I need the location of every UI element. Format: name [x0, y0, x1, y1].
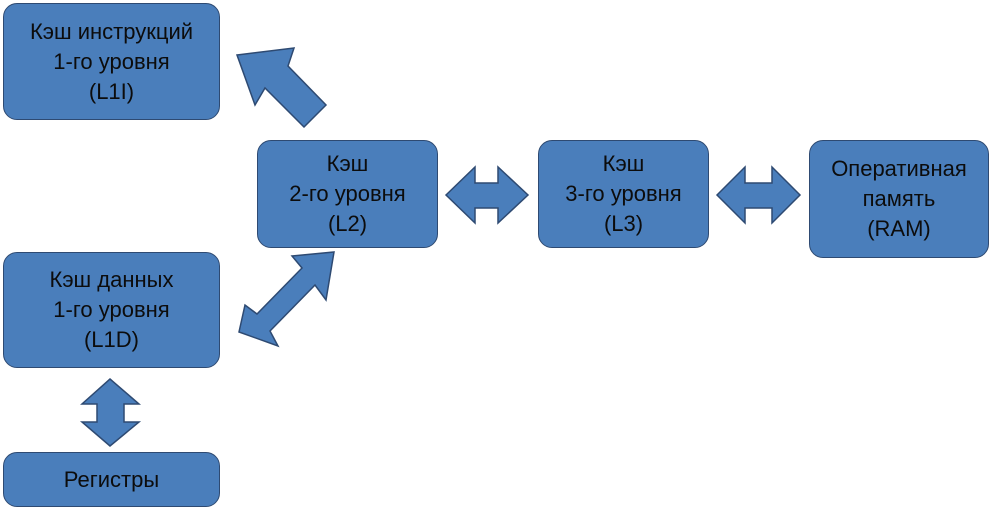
node-l1i-line-3: (L1I) — [88, 78, 135, 104]
arrow-l2-l1d — [238, 251, 335, 348]
node-l3-line-1: Кэш — [602, 151, 645, 176]
node-l1d-cache: Кэш данных 1-го уровня (L1D) — [3, 252, 220, 368]
node-l3-line-3: (L3) — [603, 211, 644, 236]
node-ram-line-1: Оперативная — [831, 156, 967, 181]
node-registers: Регистры — [3, 452, 220, 507]
arrow-l2-l3 — [444, 165, 530, 225]
node-ram-line-2: память — [862, 186, 936, 211]
node-l1d-line-3: (L1D) — [83, 327, 139, 352]
node-l2-line-1: Кэш — [326, 151, 369, 176]
node-l2-line-2: 2-го уровня — [289, 181, 406, 206]
node-l3-line-2: 3-го уровня — [565, 181, 682, 206]
node-l1d-line-1: Кэш данных — [49, 267, 174, 292]
node-l1i-line-1: Кэш инструкций — [29, 18, 194, 44]
arrow-l3-ram — [715, 165, 802, 225]
node-l2-cache: Кэш 2-го уровня (L2) — [257, 140, 438, 248]
node-l1i-line-2: 1-го уровня — [53, 48, 170, 74]
arrow-l2-to-l1i — [235, 47, 328, 129]
arrow-l1d-registers — [79, 378, 142, 447]
node-registers-label: Регистры — [63, 466, 160, 492]
node-l3-cache: Кэш 3-го уровня (L3) — [538, 140, 709, 248]
node-l1d-line-2: 1-го уровня — [53, 297, 170, 322]
node-ram: Оперативная память (RAM) — [809, 140, 989, 258]
node-l1i-cache: Кэш инструкций 1-го уровня (L1I) — [3, 3, 220, 120]
node-ram-line-3: (RAM) — [867, 216, 931, 241]
node-l2-line-3: (L2) — [327, 211, 368, 236]
